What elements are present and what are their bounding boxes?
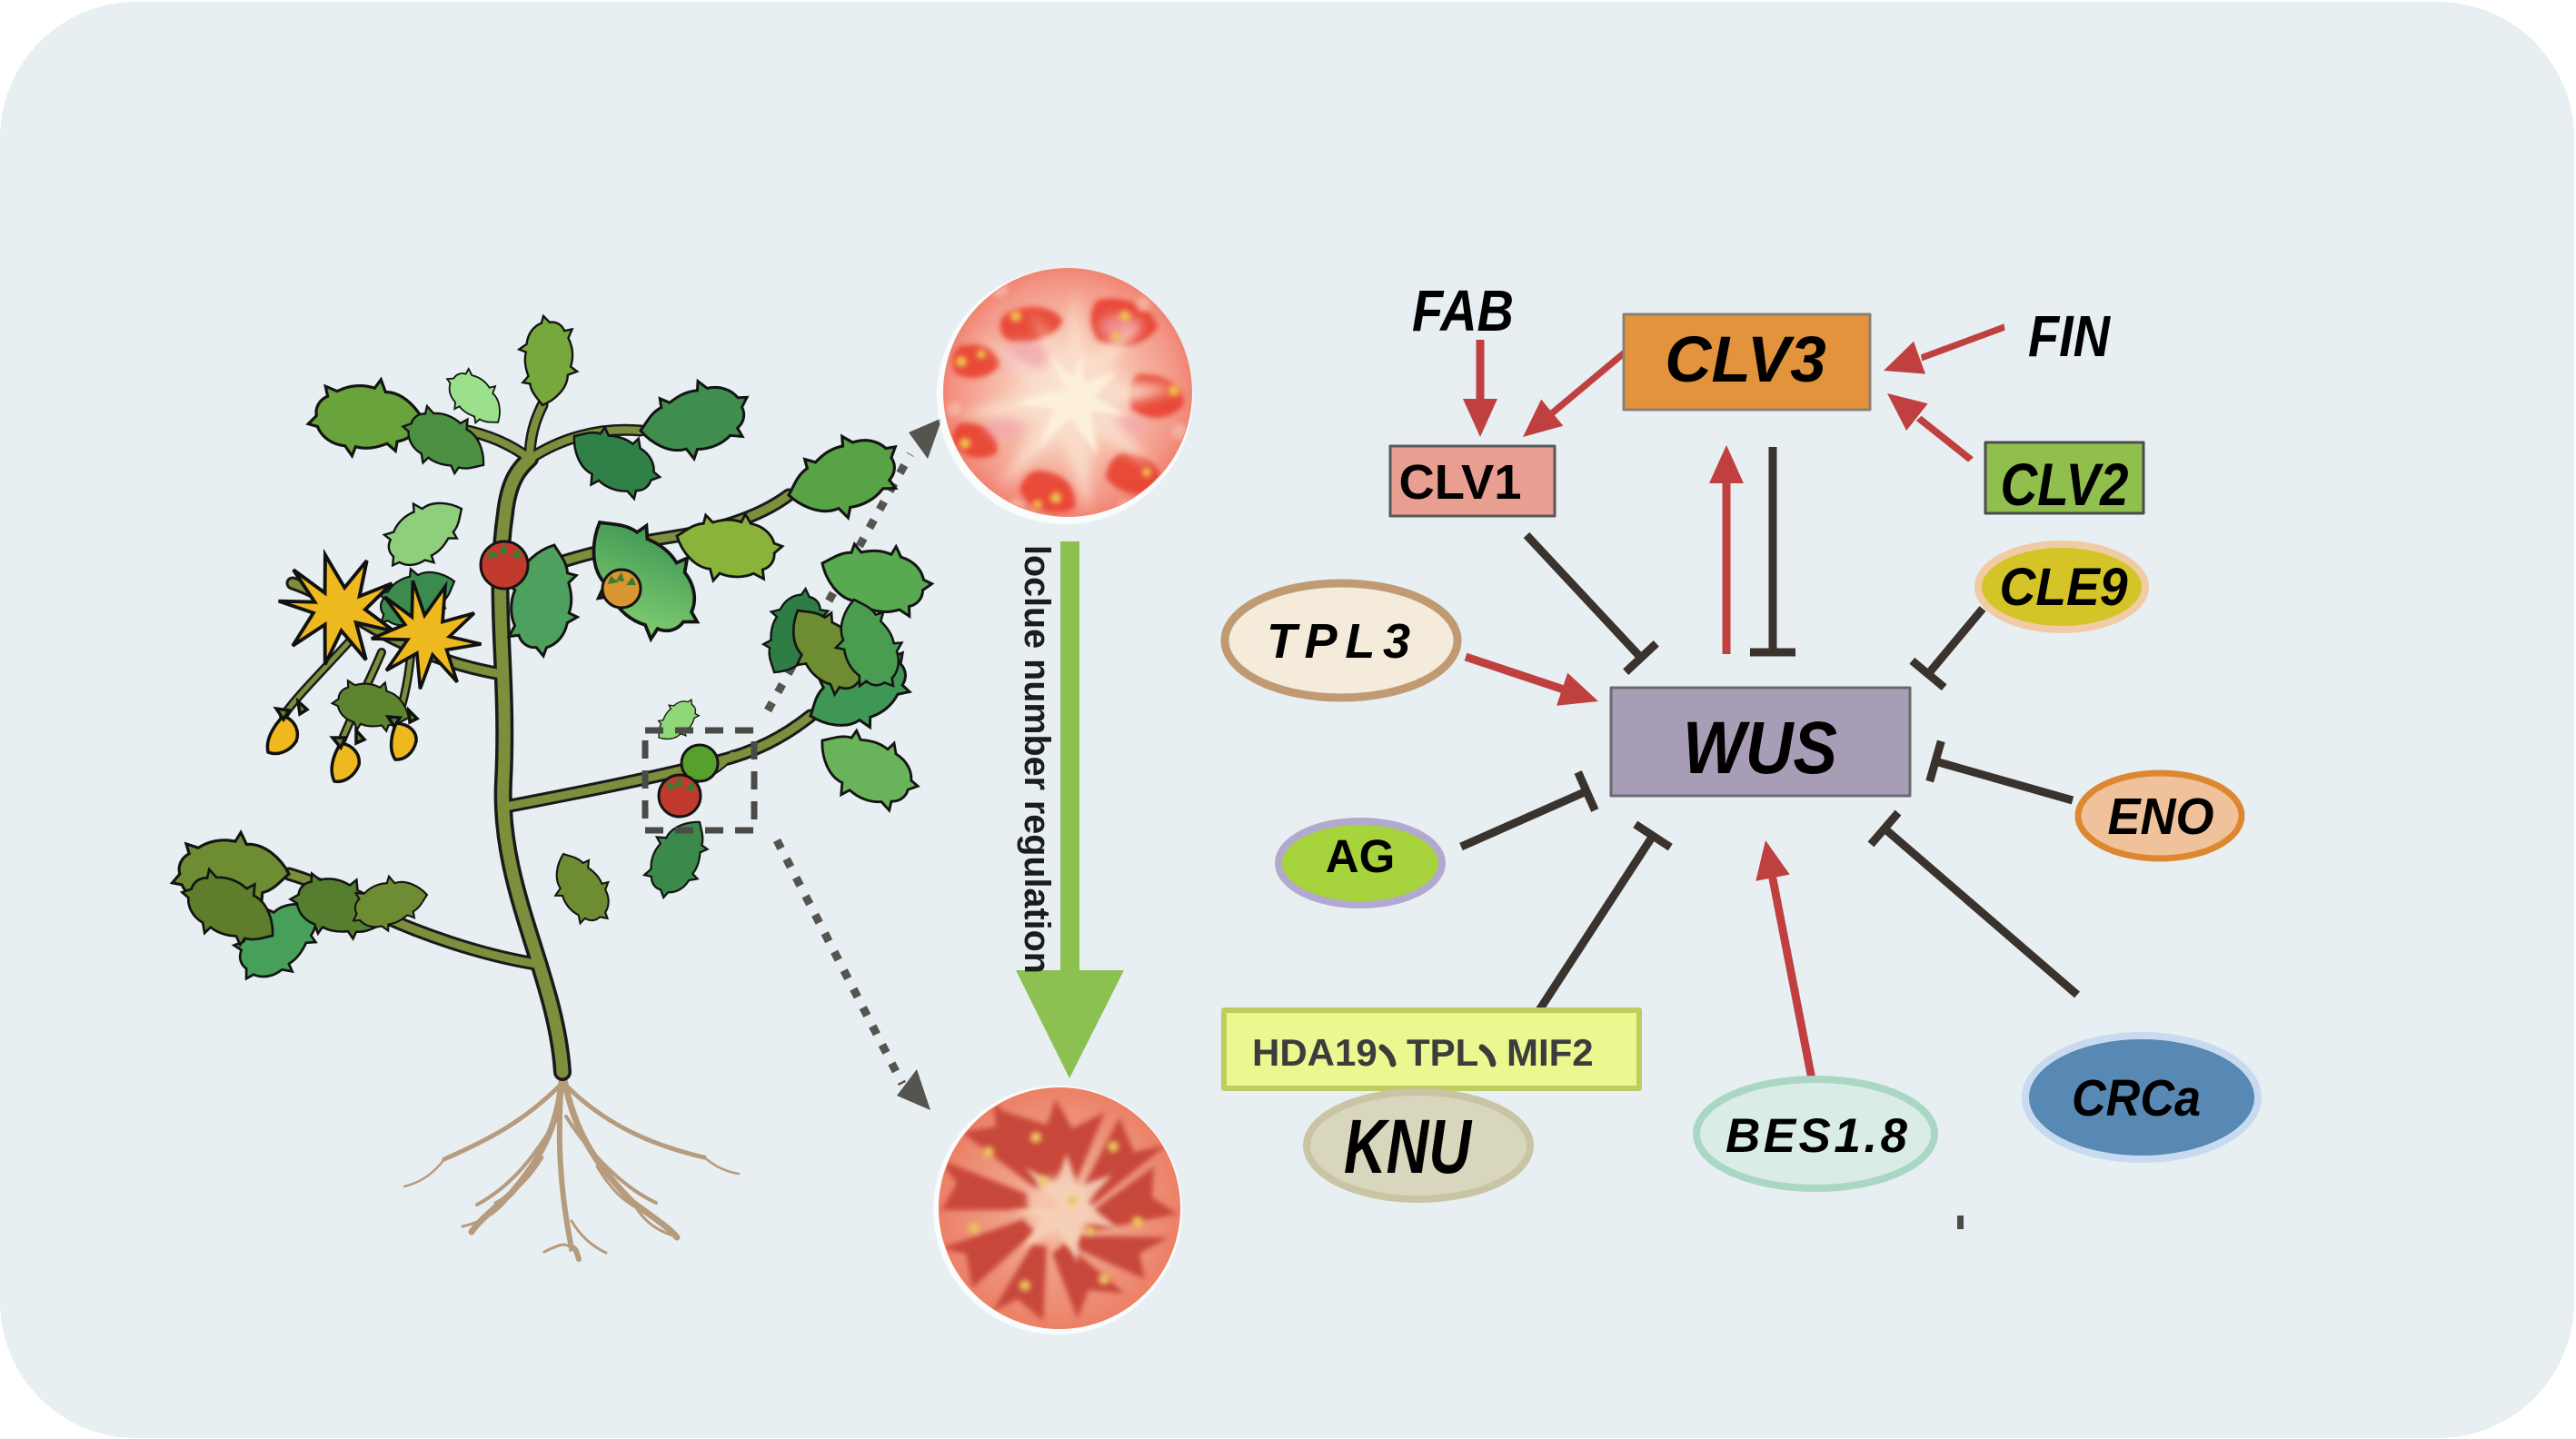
svg-text:MIF2: MIF2 xyxy=(1507,1031,1594,1074)
svg-text:CLV2: CLV2 xyxy=(2001,451,2129,518)
svg-text:AG: AG xyxy=(1326,830,1396,882)
svg-text:TPL: TPL xyxy=(1407,1031,1478,1074)
svg-text:WUS: WUS xyxy=(1683,707,1837,789)
svg-text:FIN: FIN xyxy=(2028,303,2112,369)
svg-text:ENO: ENO xyxy=(2108,788,2214,846)
svg-text:CRCa: CRCa xyxy=(2072,1069,2201,1127)
svg-text:CLV3: CLV3 xyxy=(1665,324,1826,396)
svg-text:KNU: KNU xyxy=(1344,1104,1473,1189)
svg-text:BES1.8: BES1.8 xyxy=(1726,1109,1908,1163)
svg-text:loclue number regulation: loclue number regulation xyxy=(1017,545,1057,974)
svg-text:HDA19: HDA19 xyxy=(1252,1031,1378,1074)
svg-text:CLV1: CLV1 xyxy=(1399,455,1522,510)
svg-text:CLE9: CLE9 xyxy=(2000,558,2128,617)
svg-text:FAB: FAB xyxy=(1412,278,1514,343)
